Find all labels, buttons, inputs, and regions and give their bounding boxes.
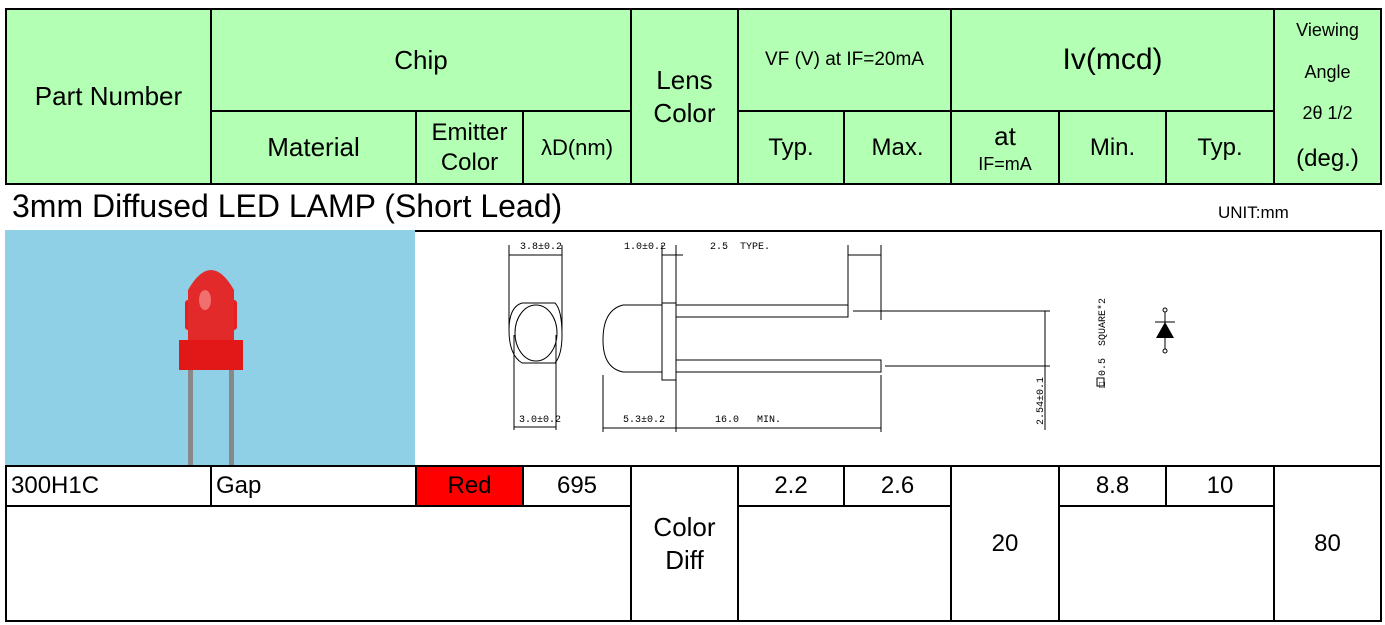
label: 2θ 1/2 bbox=[1302, 103, 1353, 124]
cell-iv-typ: 10 bbox=[1165, 465, 1275, 507]
header-iv: Iv(mcd) bbox=[950, 8, 1275, 112]
cell-vf-typ: 2.2 bbox=[737, 465, 845, 507]
header-vf-max: Max. bbox=[843, 110, 952, 185]
header-wavelength: λD(nm) bbox=[522, 110, 632, 185]
label: Emitter bbox=[431, 118, 508, 146]
header-vf: VF (V) at IF=20mA bbox=[737, 8, 952, 112]
label: Color bbox=[440, 148, 499, 176]
dim-outer: 3.8±0.2 bbox=[520, 242, 562, 253]
header-material: Material bbox=[210, 110, 417, 185]
dim-inner: 3.0±0.2 bbox=[519, 415, 561, 426]
cell-empty bbox=[737, 505, 952, 622]
dim-body: 5.3±0.2 bbox=[623, 415, 665, 426]
label: Color bbox=[653, 97, 716, 128]
cell-vf-max: 2.6 bbox=[843, 465, 952, 507]
cell-emitter-color: Red bbox=[415, 465, 524, 507]
cell-part: 300H1C bbox=[5, 465, 212, 507]
led-photo-icon bbox=[179, 270, 243, 465]
label: at bbox=[994, 121, 1016, 151]
dim-pitch: 2.54±0.1 bbox=[1036, 377, 1047, 425]
header-iv-min: Min. bbox=[1058, 110, 1167, 185]
label: Diff bbox=[665, 544, 704, 575]
label: Angle bbox=[1304, 61, 1351, 82]
cell-empty bbox=[1058, 505, 1275, 622]
cell-empty bbox=[5, 505, 632, 622]
led-photo bbox=[5, 230, 415, 465]
header-part-number: Part Number bbox=[5, 8, 212, 185]
cell-material: Gap bbox=[210, 465, 417, 507]
label: (deg.) bbox=[1296, 144, 1359, 172]
header-chip: Chip bbox=[210, 8, 632, 112]
section-title: 3mm Diffused LED LAMP (Short Lead) bbox=[12, 188, 563, 224]
cell-angle: 80 bbox=[1273, 465, 1382, 622]
drawing-svg: 3.8±0.2 3.0±0.2 1.0±0.2 2.5 TYPE. 5.3±0.… bbox=[508, 242, 1175, 432]
label: Color bbox=[653, 512, 716, 542]
cell-iv-min: 8.8 bbox=[1058, 465, 1167, 507]
label: IF=mA bbox=[978, 153, 1032, 174]
header-iv-typ: Typ. bbox=[1165, 110, 1275, 185]
label: Lens bbox=[656, 65, 713, 95]
dim-lead: 16.0 MIN. bbox=[715, 415, 781, 426]
cell-if: 20 bbox=[950, 465, 1060, 622]
cell-wavelength: 695 bbox=[522, 465, 632, 507]
dim-lead-end: 2.5 TYPE. bbox=[710, 242, 770, 253]
header-vf-typ: Typ. bbox=[737, 110, 845, 185]
label: Viewing bbox=[1296, 20, 1359, 41]
unit-label: UNIT:mm bbox=[1218, 203, 1289, 222]
header-viewing-angle: Viewing Angle 2θ 1/2 (deg.) bbox=[1273, 8, 1382, 185]
lead-note: □ 0.5 SQUARE*2 bbox=[1097, 298, 1109, 388]
dim-flange: 1.0±0.2 bbox=[624, 242, 666, 253]
dimension-drawing: 3.8±0.2 3.0±0.2 1.0±0.2 2.5 TYPE. 5.3±0.… bbox=[415, 230, 1215, 465]
